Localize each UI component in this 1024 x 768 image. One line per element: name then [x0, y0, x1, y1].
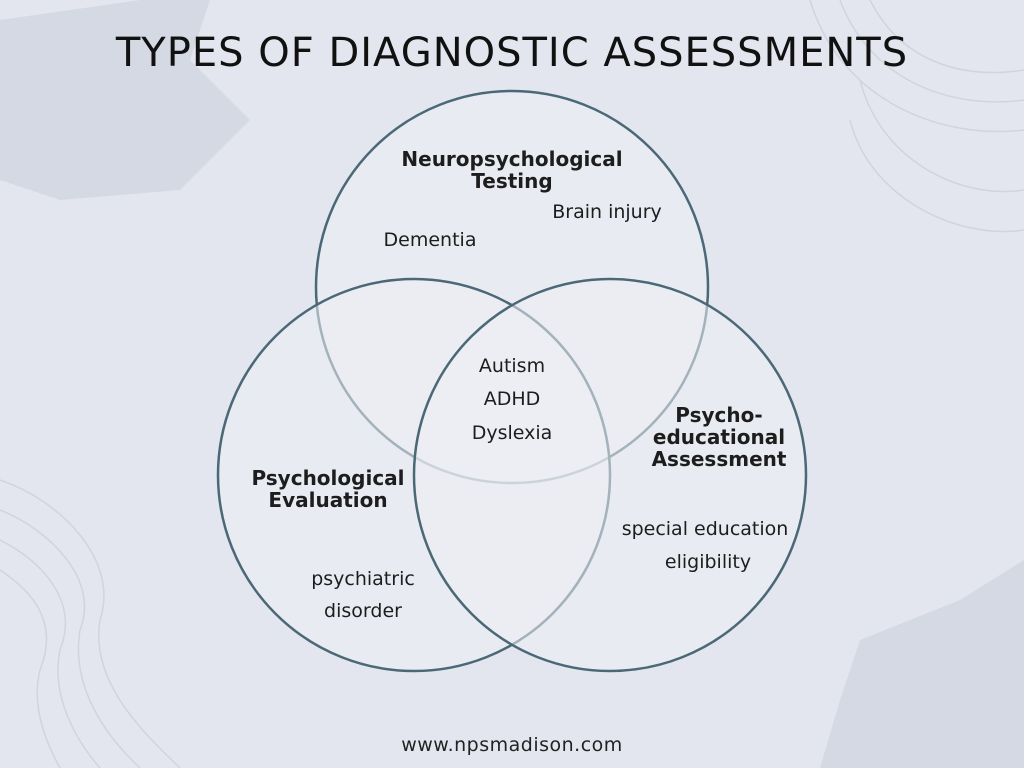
- edu-item-eligibility: eligibility: [664, 551, 752, 573]
- center-item-dyslexia: Dyslexia: [471, 422, 553, 444]
- circle-psychoeducational: [412, 277, 808, 673]
- edu-label: Psycho- educational Assessment: [640, 404, 798, 470]
- edu-label-line3: Assessment: [651, 447, 787, 471]
- psych-label-line2: Evaluation: [268, 488, 388, 512]
- psych-label-line1: Psychological: [251, 466, 405, 490]
- center-item-autism: Autism: [478, 355, 546, 377]
- neuro-label: Neuropsychological Testing: [392, 148, 632, 192]
- neuro-item-brain-injury: Brain injury: [552, 201, 662, 223]
- page-title: TYPES OF DIAGNOSTIC ASSESSMENTS: [115, 30, 909, 76]
- neuro-item-dementia: Dementia: [383, 229, 477, 251]
- psych-label: Psychological Evaluation: [238, 467, 418, 511]
- psych-item-disorder: disorder: [324, 600, 402, 622]
- edu-label-line1: Psycho-: [675, 403, 763, 427]
- edu-item-special-education: special education: [621, 518, 789, 540]
- edu-label-line2: educational: [652, 425, 786, 449]
- center-item-adhd: ADHD: [483, 388, 541, 410]
- footer-url: www.npsmadison.com: [401, 734, 623, 756]
- psych-item-psychiatric: psychiatric: [311, 568, 415, 590]
- neuro-label-line1: Neuropsychological: [401, 147, 623, 171]
- neuro-label-line2: Testing: [471, 169, 553, 193]
